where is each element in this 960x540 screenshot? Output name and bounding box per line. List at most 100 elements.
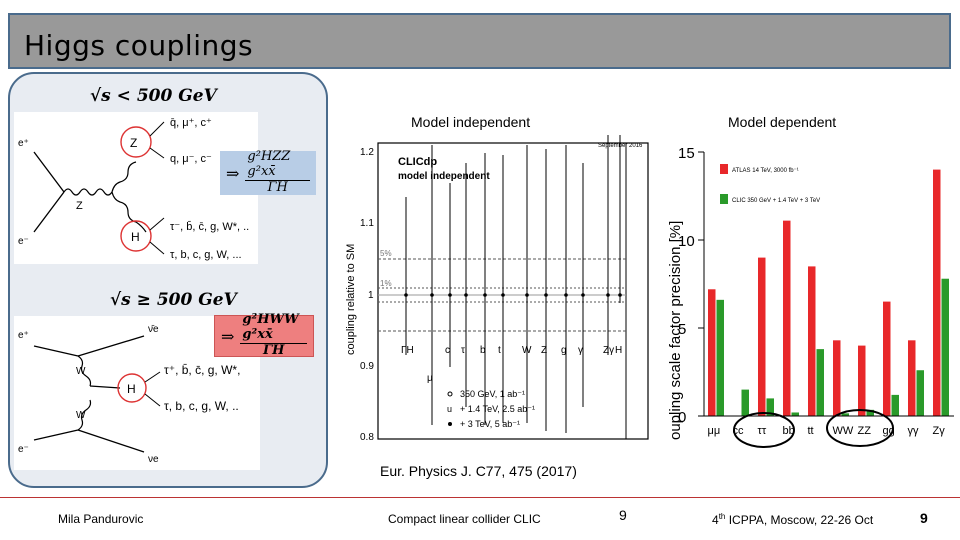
final-state-label-1: q̄, μ⁺, c⁺ (170, 117, 212, 129)
vertex-z-label: Z (130, 136, 137, 150)
formula-hww-denominator: ΓH (262, 342, 285, 358)
mi-x-label: c (445, 345, 450, 356)
md-y-tick-label: 10 (678, 233, 695, 250)
highlight-ww-zz (826, 409, 894, 447)
md-bar-atlas (808, 266, 816, 416)
mi-y-tick-1.2: 1.2 (360, 147, 374, 158)
model-independent-chart: September 2016 coupling relative to SM 1… (340, 5, 655, 443)
mi-point (564, 293, 568, 297)
md-bar-clic (716, 299, 724, 416)
md-bar-atlas (933, 169, 941, 416)
mi-point (525, 293, 529, 297)
wbf-final-label-1: τ⁺, b̄, c̄, g, W*, (164, 363, 240, 377)
neutrino-bar-label: ν̄e (148, 324, 159, 335)
mi-legend-title-1: CLICdp (398, 156, 437, 168)
md-y-tick-label: 15 (678, 145, 695, 162)
md-x-tick-label: cc (733, 425, 745, 437)
model-independent-heading: Model independent (411, 114, 531, 130)
mi-x-label: b (480, 345, 486, 356)
mi-point (464, 293, 468, 297)
md-legend-swatch-atlas (720, 164, 728, 174)
mi-point (483, 293, 487, 297)
low-energy-condition: √s < 500 GeV (90, 86, 217, 106)
mi-y-tick-0.9: 0.9 (360, 361, 374, 372)
incoming-positron-label: e⁺ (18, 138, 29, 149)
md-x-tick-label: ττ (758, 425, 767, 437)
mi-legend-entry-2: + 1.4 TeV, 2.5 ab⁻¹ (460, 404, 535, 414)
neutrino-label: νe (148, 454, 159, 465)
formula-hww: g²HWW g²xx̄ ΓH (240, 312, 307, 359)
md-legend-clic: CLIC 350 GeV + 1.4 TeV + 3 TeV (732, 198, 820, 204)
footer-page-right: 9 (920, 510, 928, 526)
incoming-electron-label: e⁻ (18, 236, 29, 247)
md-bar-atlas (883, 301, 891, 416)
md-bar-clic (891, 394, 899, 416)
mi-point (404, 293, 408, 297)
footer-conference: 4th ICPPA, Moscow, 22-26 Oct (712, 512, 873, 527)
formula-hww-box: ⇒ g²HWW g²xx̄ ΓH (214, 312, 314, 359)
md-bar-clic (916, 370, 924, 416)
md-bar-atlas (908, 340, 916, 416)
mi-point (501, 293, 505, 297)
formula-hzz-box: ⇒ g²HZZ g²xx̄ ΓH (220, 149, 316, 195)
feynman-diagram-z-h: Z H Z e⁺ e⁻ q̄, μ⁺, c⁺ q, μ⁻, c⁻ τ⁻, b̄,… (14, 112, 258, 264)
mi-x-label: H (615, 345, 622, 356)
model-dependent-heading: Model dependent (728, 114, 837, 130)
mi-x-label: γ (578, 345, 583, 356)
footer-conference-text: ICPPA, Moscow, 22-26 Oct (725, 513, 874, 527)
mi-legend-entry-3: + 3 TeV, 5 ab⁻¹ (460, 419, 520, 429)
feynman-diagram-wbf-svg: H W W e⁺ e⁻ ν̄e νe τ⁺, b̄, c̄, g, W*, τ,… (18, 324, 240, 465)
md-bar-clic (941, 278, 949, 416)
final-state-label-2: q, μ⁻, c⁻ (170, 153, 212, 165)
high-energy-condition: √s ≥ 500 GeV (110, 290, 237, 310)
md-legend-swatch-clic (720, 194, 728, 204)
footer-conference-number: 4 (712, 513, 719, 527)
formula-hzz-denominator: ΓH (267, 179, 288, 195)
feynman-diagram-z-h-svg: Z H Z e⁺ e⁻ q̄, μ⁺, c⁺ q, μ⁻, c⁻ τ⁻, b̄,… (18, 117, 249, 261)
footer-project: Compact linear collider CLIC (388, 512, 541, 526)
md-bar-atlas (833, 340, 841, 416)
md-y-tick-label: 0 (678, 409, 686, 426)
mi-y-tick-1: 1 (368, 290, 374, 301)
final-state-label-3: τ⁻, b̄, c̄, g, W*, .. (170, 220, 249, 233)
incoming-electron-2-label: e⁻ (18, 444, 29, 455)
footer-divider (0, 497, 960, 498)
footer-page-center: 9 (619, 507, 627, 523)
model-dependent-chart: oupling scale factor precision [%] ATLAS… (658, 140, 958, 450)
mi-point (430, 293, 434, 297)
md-x-tick-label: WW (833, 425, 854, 437)
vertex-h-label: H (131, 230, 140, 244)
mi-legend-title-2: model independent (398, 171, 490, 182)
date-label: September 2016 (598, 143, 643, 149)
mi-y-axis-label: coupling relative to SM (345, 244, 357, 355)
implies-arrow-2: ⇒ (221, 326, 235, 346)
incoming-positron-2-label: e⁺ (18, 330, 29, 341)
md-bar-clic (741, 389, 749, 416)
slide-title: Higgs couplings (24, 29, 254, 62)
vertex-h2-label: H (127, 382, 136, 396)
mi-x-label: μ (427, 373, 433, 384)
model-dependent-svg: oupling scale factor precision [%] ATLAS… (667, 145, 954, 448)
formula-hzz-numerator: g²HZZ g²xx̄ (245, 149, 310, 181)
footer-author: Mila Pandurovic (58, 512, 144, 526)
implies-arrow: ⇒ (226, 163, 240, 183)
highlight-cc-tautau (733, 412, 795, 448)
md-y-tick-label: 5 (678, 321, 686, 338)
mi-x-label: Z (541, 345, 547, 356)
mi-band-1pct: 1% (380, 279, 392, 288)
mi-point (544, 293, 548, 297)
md-bar-clic (816, 349, 824, 416)
md-x-tick-label: tt (808, 425, 814, 437)
svg-text:u: u (447, 404, 452, 414)
propagator-w1-label: W (76, 366, 86, 377)
mi-x-label: Zγ (603, 345, 614, 356)
mi-point (606, 293, 610, 297)
mi-legend-entry-1: 350 GeV, 1 ab⁻¹ (460, 389, 525, 399)
mi-x-label: W (522, 345, 532, 356)
md-bar-clic (791, 412, 799, 416)
md-x-tick-label: ZZ (858, 425, 872, 437)
title-bar: Higgs couplings (8, 13, 951, 69)
md-bar-atlas (758, 257, 766, 416)
md-bar-clic (766, 398, 774, 416)
